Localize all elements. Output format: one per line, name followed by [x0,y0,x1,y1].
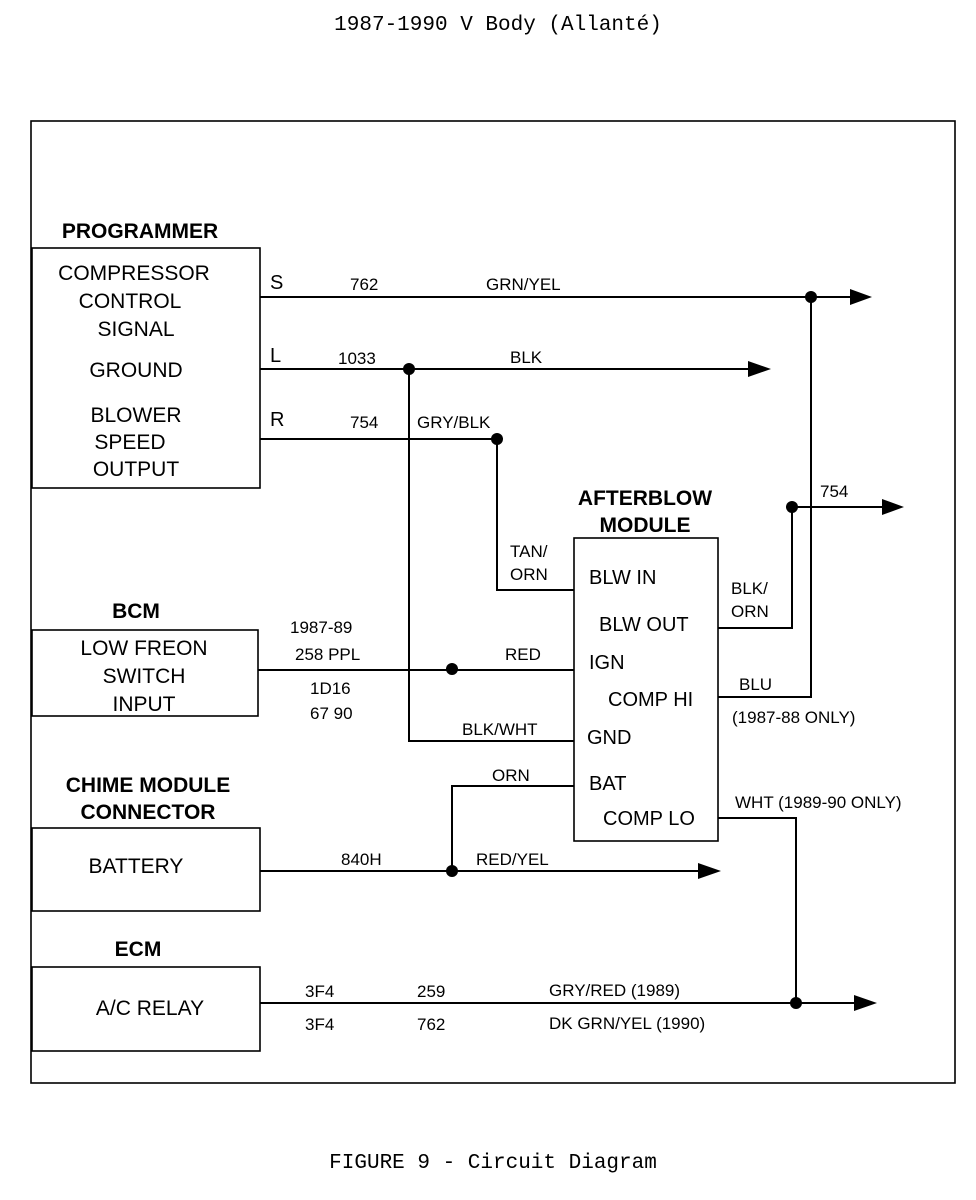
wire-label: 762 [350,275,378,294]
wire-comp-hi [718,297,812,698]
programmer-line: OUTPUT [93,458,180,481]
pin-label-l: L [270,345,281,367]
ecm-line: A/C RELAY [96,997,204,1020]
wire-label: 3F4 [305,1015,334,1034]
arrow-out-754 [882,499,904,515]
junction-dot [403,363,415,375]
wire-label: BLK/WHT [462,720,538,739]
junction-dot [446,865,458,877]
programmer-line: GROUND [89,359,182,382]
bcm-box [31,629,259,717]
ecm-header: ECM [115,938,162,961]
wire-label: RED/YEL [476,850,549,869]
pin-blw-in: BLW IN [589,567,656,589]
wire-label: 1D16 [310,679,351,698]
pin-comp-hi: COMP HI [608,689,693,711]
chime-line: BATTERY [89,855,184,878]
wire-label: GRY/BLK [417,413,491,432]
chime-header: CONNECTOR [81,801,216,824]
wire-label: WHT (1989-90 ONLY) [735,793,902,812]
wire-label: ORN [510,565,548,584]
pin-gnd: GND [587,727,631,749]
junction-dot [790,997,802,1009]
wire-label: (1987-88 ONLY) [732,708,855,727]
page-title: 1987-1990 V Body (Allanté) [334,14,662,37]
wire-label: 1033 [338,349,376,368]
wire-label: ORN [731,602,769,621]
wire-label: TAN/ [510,542,548,561]
wire-label: 1987-89 [290,618,352,637]
wire-label: GRY/RED (1989) [549,981,680,1000]
programmer-line: COMPRESSOR [58,262,210,285]
wire-label: 754 [820,482,848,501]
bcm-line: SWITCH [103,665,186,688]
bcm-line: INPUT [113,693,176,716]
wire-blw-out [718,507,793,629]
pin-comp-lo: COMP LO [603,808,695,830]
afterblow-header: MODULE [600,514,691,537]
chime-header: CHIME MODULE [66,774,231,797]
pin-label-r: R [270,409,284,431]
wire-gnd [408,369,574,742]
programmer-header: PROGRAMMER [62,220,218,243]
wire-comp-lo [718,817,797,1003]
arrow-ecm [854,995,877,1011]
pin-ign: IGN [589,652,625,674]
programmer-line: SIGNAL [97,318,174,341]
bcm-header: BCM [112,600,160,623]
afterblow-box [573,537,719,842]
pin-bat: BAT [589,773,626,795]
bcm-line: LOW FREON [80,637,207,660]
outer-frame [30,120,956,1084]
junction-dot [805,291,817,303]
chime-box [31,827,261,912]
wire-label: 762 [417,1015,445,1034]
wire-label: 259 [417,982,445,1001]
junction-dot [491,433,503,445]
wire-label: 754 [350,413,378,432]
pin-label-s: S [270,272,283,294]
arrow-s-762 [850,289,872,305]
wire-label: ORN [492,766,530,785]
afterblow-header: AFTERBLOW [578,487,712,510]
wire-label: 3F4 [305,982,334,1001]
junction-dot [446,663,458,675]
arrow-l-1033 [748,361,771,377]
pin-blw-out: BLW OUT [599,614,689,636]
programmer-line: SPEED [94,431,165,454]
wire-label: BLK/ [731,579,768,598]
junction-dot [786,501,798,513]
wire-label: RED [505,645,541,664]
figure-caption: FIGURE 9 - Circuit Diagram [329,1152,657,1175]
wire-bat [451,785,574,871]
arrow-840h [698,863,721,879]
wire-label: BLU [739,675,772,694]
wire-label: 67 90 [310,704,353,723]
wire-label: 258 PPL [295,645,360,664]
programmer-line: BLOWER [90,404,181,427]
wire-label: BLK [510,348,543,367]
programmer-line: CONTROL [79,290,182,313]
wire-label: GRN/YEL [486,275,561,294]
wire-label: DK GRN/YEL (1990) [549,1014,705,1033]
ecm-box [31,966,261,1052]
wire-blw-in [496,439,574,591]
wire-label: 840H [341,850,382,869]
